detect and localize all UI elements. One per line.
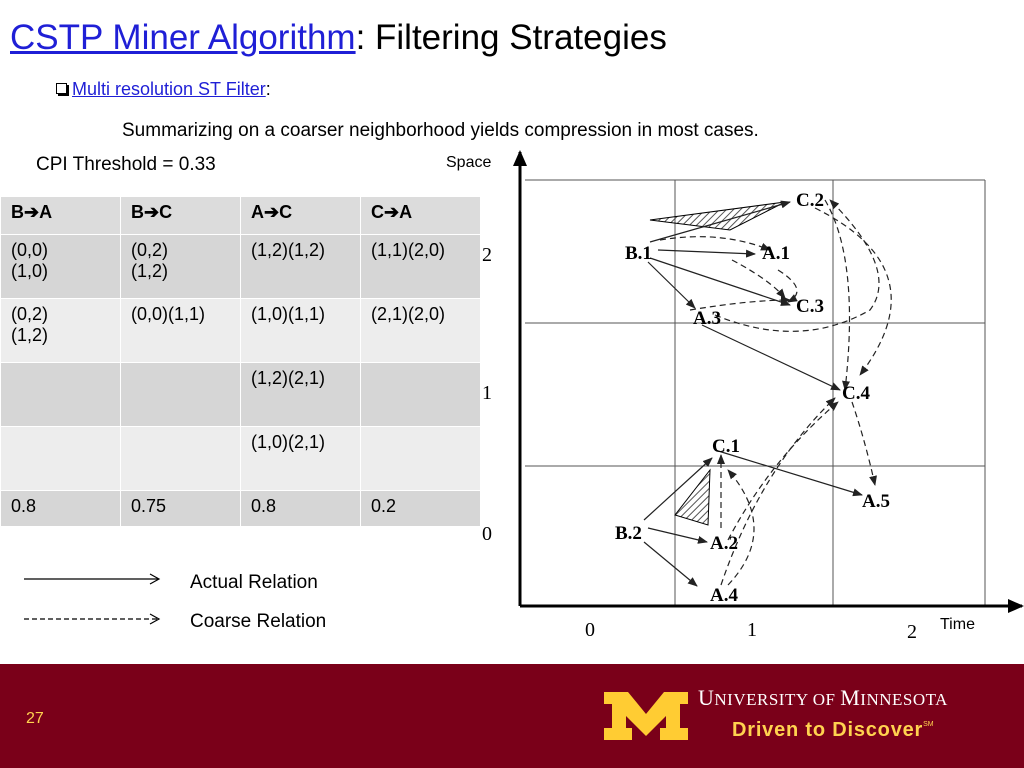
table-header-row: B➔A B➔C A➔C C➔A [0, 196, 481, 235]
table-row: 0.8 0.75 0.8 0.2 [0, 490, 481, 527]
table-cell: (0,0) (1,0) [0, 234, 121, 299]
table-row: (1,2)(2,1) [0, 362, 481, 427]
table-cell: (1,0)(2,1) [240, 426, 361, 491]
table-row: (0,2) (1,2) (0,0)(1,1) (1,0)(1,1) (2,1)(… [0, 298, 481, 363]
x-axis-label: Time [940, 616, 975, 633]
table-cell: 0.75 [120, 490, 241, 527]
cpi-threshold: CPI Threshold = 0.33 [36, 154, 216, 175]
dashed-arrow-icon [24, 613, 161, 625]
y-tick: 2 [482, 244, 492, 266]
table-cell: (2,1)(2,0) [360, 298, 481, 363]
node-label: A.3 [693, 308, 721, 329]
table-cell [0, 362, 121, 427]
hatched-region [674, 468, 711, 526]
table-cell: 0.8 [0, 490, 121, 527]
header-a-c: A➔C [240, 196, 361, 235]
slide-title: CSTP Miner Algorithm: Filtering Strategi… [10, 18, 667, 58]
header-c-a: C➔A [360, 196, 481, 235]
table-cell: (1,0)(1,1) [240, 298, 361, 363]
hatched-region [649, 201, 786, 231]
node-label: C.2 [796, 190, 824, 211]
header-b-a: B➔A [0, 196, 121, 235]
node-label: B.1 [625, 243, 652, 264]
table-cell [0, 426, 121, 491]
node-label: A.5 [862, 491, 890, 512]
page-number: 27 [26, 710, 44, 727]
table-cell: 0.2 [360, 490, 481, 527]
footer-bar [0, 664, 1024, 768]
x-tick: 0 [585, 619, 595, 641]
table-cell [360, 426, 481, 491]
grid [525, 179, 986, 606]
table-cell: (0,2) (1,2) [120, 234, 241, 299]
st-diagram: 2 1 0 0 1 2 C.2 B.1 A.1 [482, 150, 1024, 643]
tagline: Driven to DiscoverSM [732, 719, 934, 741]
table-row: (0,0) (1,0) (0,2) (1,2) (1,2)(1,2) (1,1)… [0, 234, 481, 299]
table-cell [120, 426, 241, 491]
legend-coarse: Coarse Relation [190, 611, 327, 632]
bullet-item: Multi resolution ST Filter: [56, 79, 271, 100]
node-label: B.2 [615, 523, 642, 544]
table-row: (1,0)(2,1) [0, 426, 481, 491]
table-cell: (1,2)(2,1) [240, 362, 361, 427]
bullet-colon: : [265, 79, 271, 99]
solid-arrow-icon [24, 573, 161, 585]
table-cell: (1,1)(2,0) [360, 234, 481, 299]
table-cell [120, 362, 241, 427]
title-link[interactable]: CSTP Miner Algorithm [10, 18, 356, 57]
node-label: C.3 [796, 296, 824, 317]
legend-actual: Actual Relation [190, 572, 318, 593]
node-label: A.4 [710, 585, 738, 606]
x-tick: 1 [747, 619, 757, 641]
y-tick: 0 [482, 523, 492, 545]
header-b-c: B➔C [120, 196, 241, 235]
university-name: UNIVERSITY OF MINNESOTA [698, 685, 948, 710]
summary-text: Summarizing on a coarser neighborhood yi… [122, 120, 759, 141]
y-tick: 1 [482, 382, 492, 404]
node-label: C.1 [712, 436, 740, 457]
table-cell: 0.8 [240, 490, 361, 527]
table-cell [360, 362, 481, 427]
node-label: C.4 [842, 383, 870, 404]
table-cell: (1,2)(1,2) [240, 234, 361, 299]
node-label: A.1 [762, 243, 790, 264]
table-cell: (0,0)(1,1) [120, 298, 241, 363]
relation-table: B➔A B➔C A➔C C➔A (0,0) (1,0) (0,2) (1,2) … [0, 196, 481, 527]
title-rest: : Filtering Strategies [355, 18, 667, 57]
square-bullet-icon [56, 83, 67, 94]
multi-resolution-link[interactable]: Multi resolution ST Filter [72, 79, 266, 99]
block-m-logo-icon [604, 692, 688, 740]
table-cell: (0,2) (1,2) [0, 298, 121, 363]
node-label: A.2 [710, 533, 738, 554]
y-axis-label: Space [446, 154, 492, 171]
x-tick: 2 [907, 621, 917, 643]
